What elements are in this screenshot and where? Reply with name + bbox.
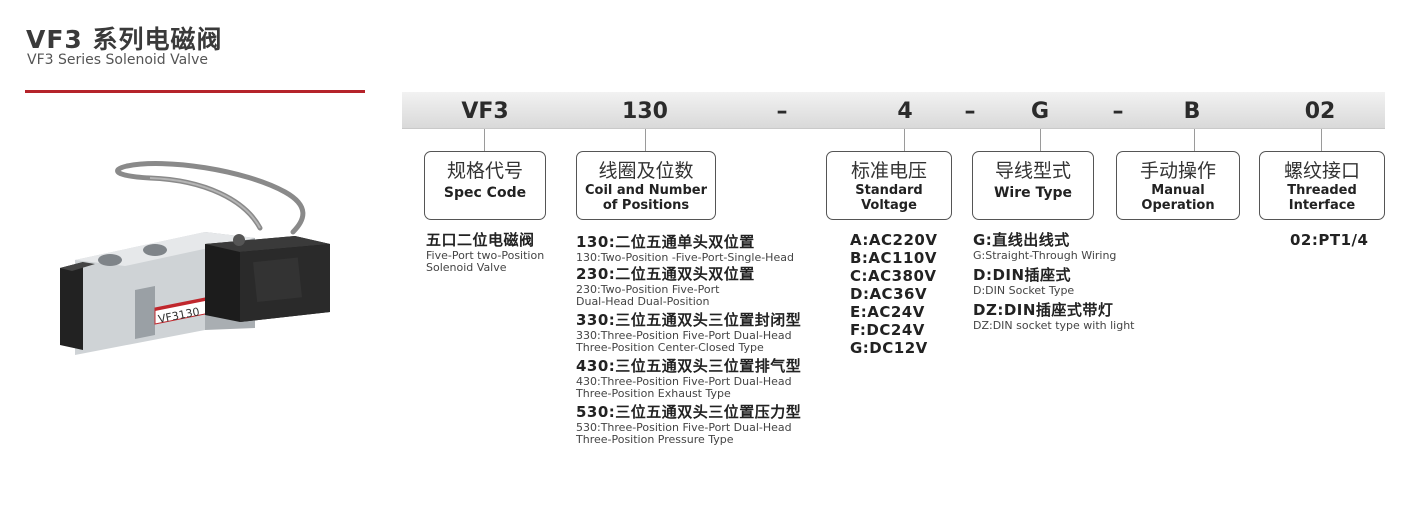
spec-zh: 五口二位电磁阀 <box>426 231 535 249</box>
wire-option-zh: G:直线出线式 <box>973 231 1070 249</box>
threaded-interface-box: 螺纹接口 Threaded Interface <box>1259 151 1385 220</box>
voltage-option: A:AC220V <box>850 231 938 249</box>
voltage-options: A:AC220V B:AC110V C:AC380V D:AC36V E:AC2… <box>850 231 960 357</box>
coil-option-en: 530:Three-Position Five-Port Dual-Head <box>576 421 792 434</box>
voltage-option: E:AC24V <box>850 303 925 321</box>
coil-option-en-2: Three-Position Center-Closed Type <box>576 341 764 354</box>
title-divider <box>25 90 365 93</box>
box-title-zh: 线圈及位数 <box>598 160 694 182</box>
manual-operation-box: 手动操作 Manual Operation <box>1116 151 1240 220</box>
box-title-en-2: Voltage <box>861 198 917 213</box>
coil-option-en-2: Three-Position Exhaust Type <box>576 387 731 400</box>
code-segment-coil: 130 <box>622 99 668 124</box>
voltage-option: C:AC380V <box>850 267 937 285</box>
box-title-en: Wire Type <box>993 185 1073 201</box>
coil-positions-box: 线圈及位数 Coil and Number of Positions <box>576 151 716 220</box>
box-title-en-2: Operation <box>1141 198 1215 213</box>
spec-description: 五口二位电磁阀 Five-Port two-Position Solenoid … <box>426 231 576 274</box>
code-segment-dash-1: – <box>776 99 788 124</box>
code-segment-thread: 02 <box>1304 99 1336 124</box>
code-segment-series: VF3 <box>461 99 509 124</box>
page-title: VF3 系列电磁阀 <box>26 25 223 54</box>
code-segment-dash-3: – <box>1112 99 1124 124</box>
connector-line <box>645 129 646 151</box>
connector-line <box>904 129 905 151</box>
connector-line <box>1040 129 1041 151</box>
box-title-en-2: of Positions <box>602 198 690 213</box>
list-item: D:DIN插座式 D:DIN Socket Type <box>973 266 1173 297</box>
thread-options: 02:PT1/4 <box>1290 231 1385 249</box>
coil-option-en: 330:Three-Position Five-Port Dual-Head <box>576 329 792 342</box>
wire-type-box: 导线型式 Wire Type <box>972 151 1094 220</box>
coil-option-en-2: Dual-Head Dual-Position <box>576 295 710 308</box>
coil-option-zh: 130:二位五通单头双位置 <box>576 233 755 251</box>
list-item: 330:三位五通双头三位置封闭型 330:Three-Position Five… <box>576 311 846 354</box>
coil-option-zh: 330:三位五通双头三位置封闭型 <box>576 311 802 329</box>
spec-code-box: 规格代号 Spec Code <box>424 151 546 220</box>
box-title-zh: 手动操作 <box>1139 160 1216 182</box>
solenoid-valve-image: VF3130 <box>60 161 330 355</box>
code-segment-dash-2: – <box>964 99 976 124</box>
voltage-option: G:DC12V <box>850 339 928 357</box>
connector-line <box>1194 129 1195 151</box>
code-segment-wire: G <box>1030 99 1050 124</box>
page-subtitle: VF3 Series Solenoid Valve <box>27 52 208 68</box>
box-title-zh: 标准电压 <box>850 160 927 182</box>
box-title-en: Spec Code <box>443 185 527 201</box>
standard-voltage-box: 标准电压 Standard Voltage <box>826 151 952 220</box>
spec-en: Five-Port two-Position <box>426 249 545 262</box>
voltage-option: F:DC24V <box>850 321 925 339</box>
coil-option-en: 230:Two-Position Five-Port <box>576 283 720 296</box>
coil-option-en-2: Three-Position Pressure Type <box>576 433 734 446</box>
coil-options: 130:二位五通单头双位置 130:Two-Position -Five-Por… <box>576 233 846 446</box>
wire-option-en: D:DIN Socket Type <box>973 284 1075 297</box>
wire-options: G:直线出线式 G:Straight-Through Wiring D:DIN插… <box>973 231 1173 332</box>
voltage-option: D:AC36V <box>850 285 928 303</box>
wire-option-en: G:Straight-Through Wiring <box>973 249 1117 262</box>
wire-option-en: DZ:DIN socket type with light <box>973 319 1135 332</box>
box-title-en: Threaded <box>1287 183 1357 198</box>
coil-option-zh: 230:二位五通双头双位置 <box>576 265 755 283</box>
box-title-zh: 导线型式 <box>994 160 1071 182</box>
spec-en-2: Solenoid Valve <box>426 261 507 274</box>
coil-option-zh: 530:三位五通双头三位置压力型 <box>576 403 802 421</box>
box-title-en: Coil and Number <box>585 183 707 198</box>
list-item: 530:三位五通双头三位置压力型 530:Three-Position Five… <box>576 403 846 446</box>
code-segment-voltage: 4 <box>897 99 913 124</box>
box-title-zh: 规格代号 <box>446 160 523 182</box>
box-title-zh: 螺纹接口 <box>1283 160 1360 182</box>
voltage-option: B:AC110V <box>850 249 937 267</box>
list-item: G:直线出线式 G:Straight-Through Wiring <box>973 231 1173 262</box>
coil-option-en: 130:Two-Position -Five-Port-Single-Head <box>576 251 794 264</box>
list-item: DZ:DIN插座式带灯 DZ:DIN socket type with ligh… <box>973 301 1173 332</box>
box-title-en-2: Interface <box>1288 198 1356 213</box>
model-code-bar <box>402 92 1385 129</box>
wire-option-zh: DZ:DIN插座式带灯 <box>973 301 1114 319</box>
list-item: 130:二位五通单头双位置 130:Two-Position -Five-Por… <box>576 233 846 264</box>
code-segment-manual: B <box>1183 99 1201 124</box>
coil-option-en: 430:Three-Position Five-Port Dual-Head <box>576 375 792 388</box>
list-item: 230:二位五通双头双位置 230:Two-Position Five-Port… <box>576 265 846 308</box>
list-item: 430:三位五通双头三位置排气型 430:Three-Position Five… <box>576 357 846 400</box>
connector-line <box>1321 129 1322 151</box>
box-title-en: Manual <box>1151 183 1205 198</box>
thread-option: 02:PT1/4 <box>1290 231 1369 249</box>
box-title-en: Standard <box>855 183 923 198</box>
wire-option-zh: D:DIN插座式 <box>973 266 1072 284</box>
coil-option-zh: 430:三位五通双头三位置排气型 <box>576 357 802 375</box>
connector-line <box>484 129 485 151</box>
